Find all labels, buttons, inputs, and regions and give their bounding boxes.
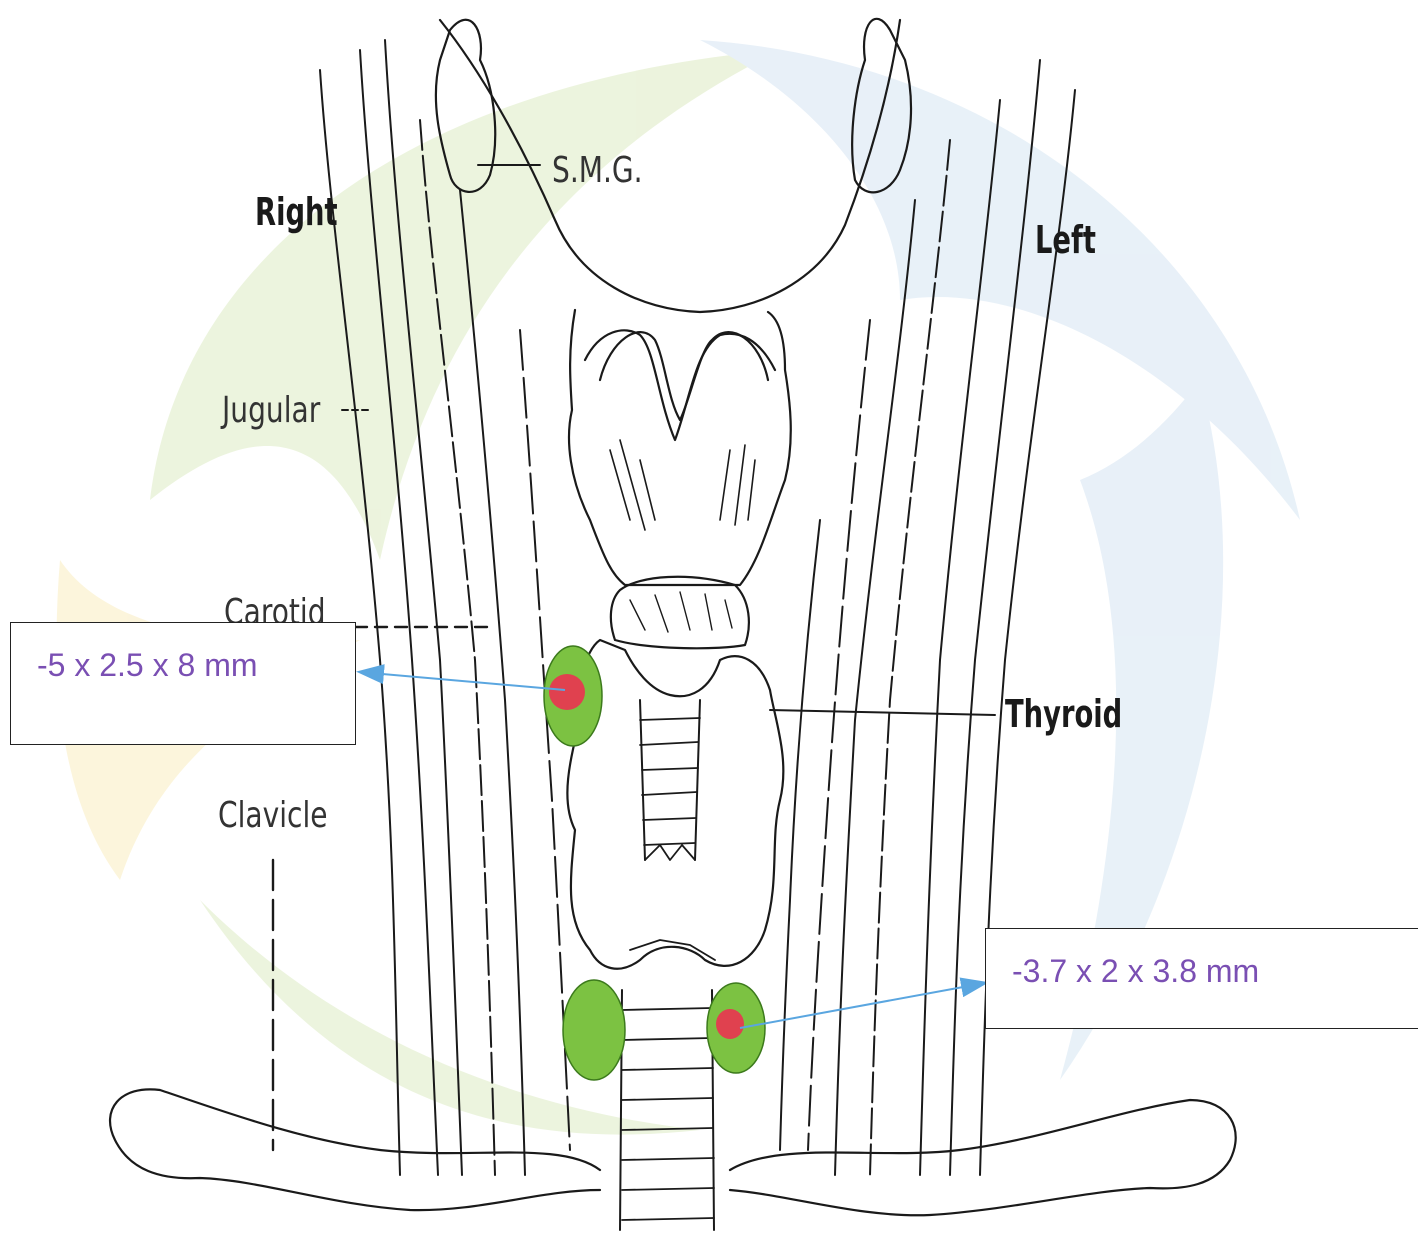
label-thyroid: Thyroid <box>1005 692 1122 736</box>
callout-box-1: -5 x 2.5 x 8 mm <box>10 622 356 745</box>
callout-arrow-1 <box>360 672 565 690</box>
label-jugular: Jugular <box>222 390 320 431</box>
label-right: Right <box>255 190 338 234</box>
clavicle-left <box>730 1100 1236 1215</box>
callout-text-1: -5 x 2.5 x 8 mm <box>37 647 258 684</box>
lesion-lower-right <box>563 980 625 1080</box>
lesion-lower-left-core <box>716 1009 744 1039</box>
callout-box-2: -3.7 x 2 x 3.8 mm <box>985 928 1418 1029</box>
lesion-upper-right-core <box>549 674 585 710</box>
lesion-markers <box>544 646 765 1080</box>
label-smg: S.M.G. <box>552 150 643 191</box>
trachea <box>640 700 700 860</box>
callout-text-2: -3.7 x 2 x 3.8 mm <box>1012 953 1259 990</box>
callout-arrow-2 <box>740 983 985 1028</box>
label-clavicle: Clavicle <box>218 795 328 836</box>
thyroid-leader <box>770 710 995 715</box>
label-left: Left <box>1035 218 1096 262</box>
